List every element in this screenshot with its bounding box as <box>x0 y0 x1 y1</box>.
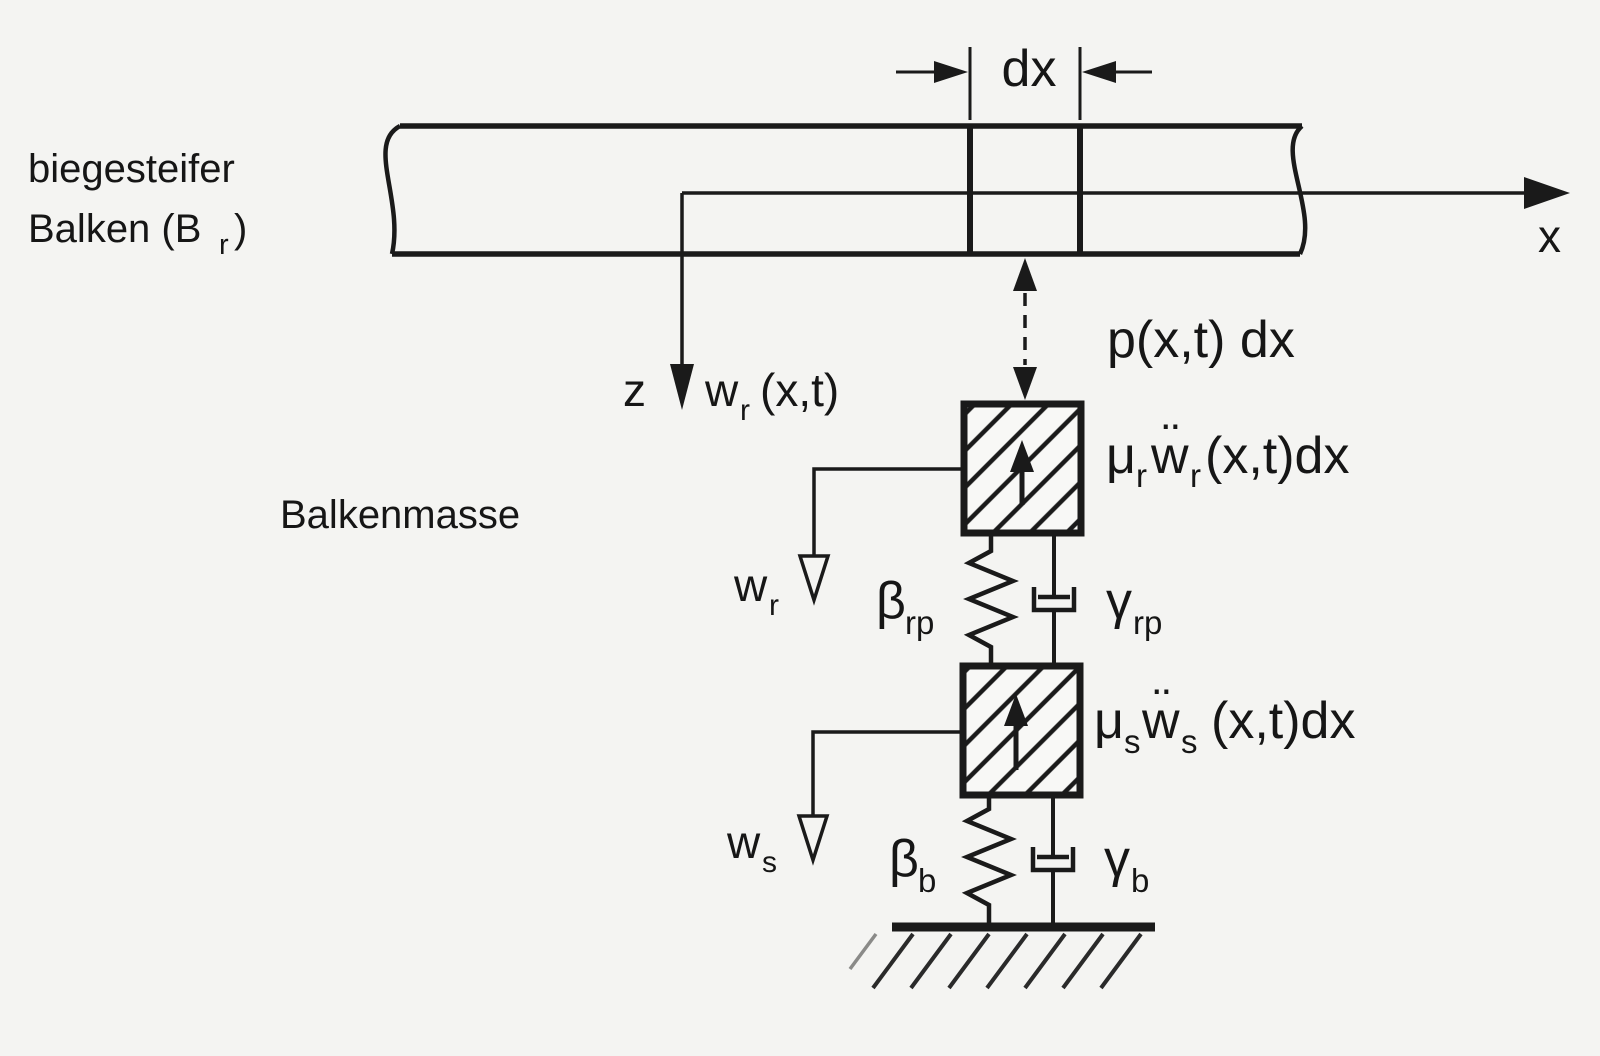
ground-hatch-stroke <box>1061 932 1105 990</box>
ws-marker <box>796 730 963 866</box>
ballast-spring-label-sub: b <box>918 862 936 899</box>
pad-layer <box>963 535 1077 665</box>
z-axis-label: z <box>623 364 646 416</box>
x-axis-arrowhead-icon <box>1524 177 1570 209</box>
ballast-spring <box>961 797 1017 927</box>
wr-axis-label-base: w <box>704 364 739 416</box>
ground-hatch-stroke <box>909 932 953 990</box>
z-axis <box>670 193 694 410</box>
pad-spring-label-sub: rp <box>905 604 934 641</box>
sleeper-inertia-mu: μ <box>1094 692 1124 750</box>
sleeper-inertia-ddot: ¨ <box>1154 679 1171 735</box>
ballast-layer <box>961 797 1076 927</box>
pad-damper-label-sub: rp <box>1133 604 1162 641</box>
dx-dim-label: dx <box>1002 40 1057 98</box>
wr-axis-label-sub: r <box>740 394 750 427</box>
beam-mass-label: Balkenmasse <box>280 493 520 537</box>
dx-dimension <box>896 47 1152 120</box>
ws-marker-label: w <box>726 816 761 868</box>
sleeper-inertia-args: (x,t)dx <box>1211 692 1355 750</box>
rail-inertia-arrowhead-icon <box>1010 440 1034 472</box>
ballast-damper-label-sub: b <box>1131 862 1149 899</box>
rail-inertia-ddot: ¨ <box>1163 414 1180 470</box>
ballast-spring-label: β <box>889 830 919 888</box>
ws-open-arrowhead-icon <box>796 814 830 866</box>
labels: biegesteifer Balken (B r ) Balkenmasse d… <box>28 40 1561 899</box>
sleeper-mass-block <box>959 662 1084 799</box>
rail-mass <box>960 400 1085 537</box>
beam-label-line1: biegesteifer <box>28 147 235 191</box>
beam <box>383 123 1570 257</box>
ws-leader-line <box>811 730 963 816</box>
sleeper-inertia-w: w <box>1141 692 1180 750</box>
x-axis-label: x <box>1538 210 1561 262</box>
pad-spring <box>963 535 1019 665</box>
sleeper-mass <box>959 662 1084 799</box>
ballast-damper-label: γ <box>1104 830 1130 888</box>
beam-label-line2-subscript: r <box>219 229 229 261</box>
wr-leader-line <box>812 467 964 556</box>
rail-inertia-w-sub: r <box>1190 457 1201 494</box>
rail-inertia-w: w <box>1150 427 1189 485</box>
z-axis-arrowhead-icon <box>670 364 694 410</box>
dx-dim-arrowhead-right-icon <box>1082 61 1116 83</box>
sleeper-inertia-arrowhead-icon <box>1004 694 1028 726</box>
wr-marker <box>797 467 964 606</box>
beam-right-break-line <box>1290 124 1308 255</box>
wr-marker-label: w <box>733 559 768 611</box>
wr-marker-label-sub: r <box>769 589 779 622</box>
ws-marker-label-sub: s <box>762 846 777 879</box>
ground-hatch-stroke <box>1099 932 1143 990</box>
pad-damper-label: γ <box>1106 572 1132 630</box>
beam-label-line2: Balken (B <box>28 207 201 251</box>
load-arrowhead-up-icon <box>1013 258 1037 291</box>
pad-spring-label: β <box>876 572 906 630</box>
rail-inertia-mu: μ <box>1106 427 1136 485</box>
ground-hatch-stroke <box>848 932 878 971</box>
sleeper-inertia-mu-sub: s <box>1124 723 1141 760</box>
ground-hatch-stroke <box>985 932 1029 990</box>
load-arrowhead-down-icon <box>1013 367 1037 400</box>
rail-inertia-args: (x,t)dx <box>1205 427 1349 485</box>
rail-inertia-mu-sub: r <box>1136 457 1147 494</box>
dx-dim-arrowhead-left-icon <box>934 61 968 83</box>
wr-axis-label-args: (x,t) <box>760 364 839 416</box>
sleeper-inertia-w-sub: s <box>1181 723 1198 760</box>
load-label: p(x,t) dx <box>1107 311 1295 369</box>
ground-hatch-stroke <box>1023 932 1067 990</box>
load-arrow <box>1013 258 1037 400</box>
ground-hatch-stroke <box>871 932 915 990</box>
beam-left-break-line <box>383 124 402 255</box>
beam-label-line2-close: ) <box>234 207 247 251</box>
ground <box>848 922 1155 990</box>
wr-open-arrowhead-icon <box>797 554 831 606</box>
ground-hatch-stroke <box>947 932 991 990</box>
